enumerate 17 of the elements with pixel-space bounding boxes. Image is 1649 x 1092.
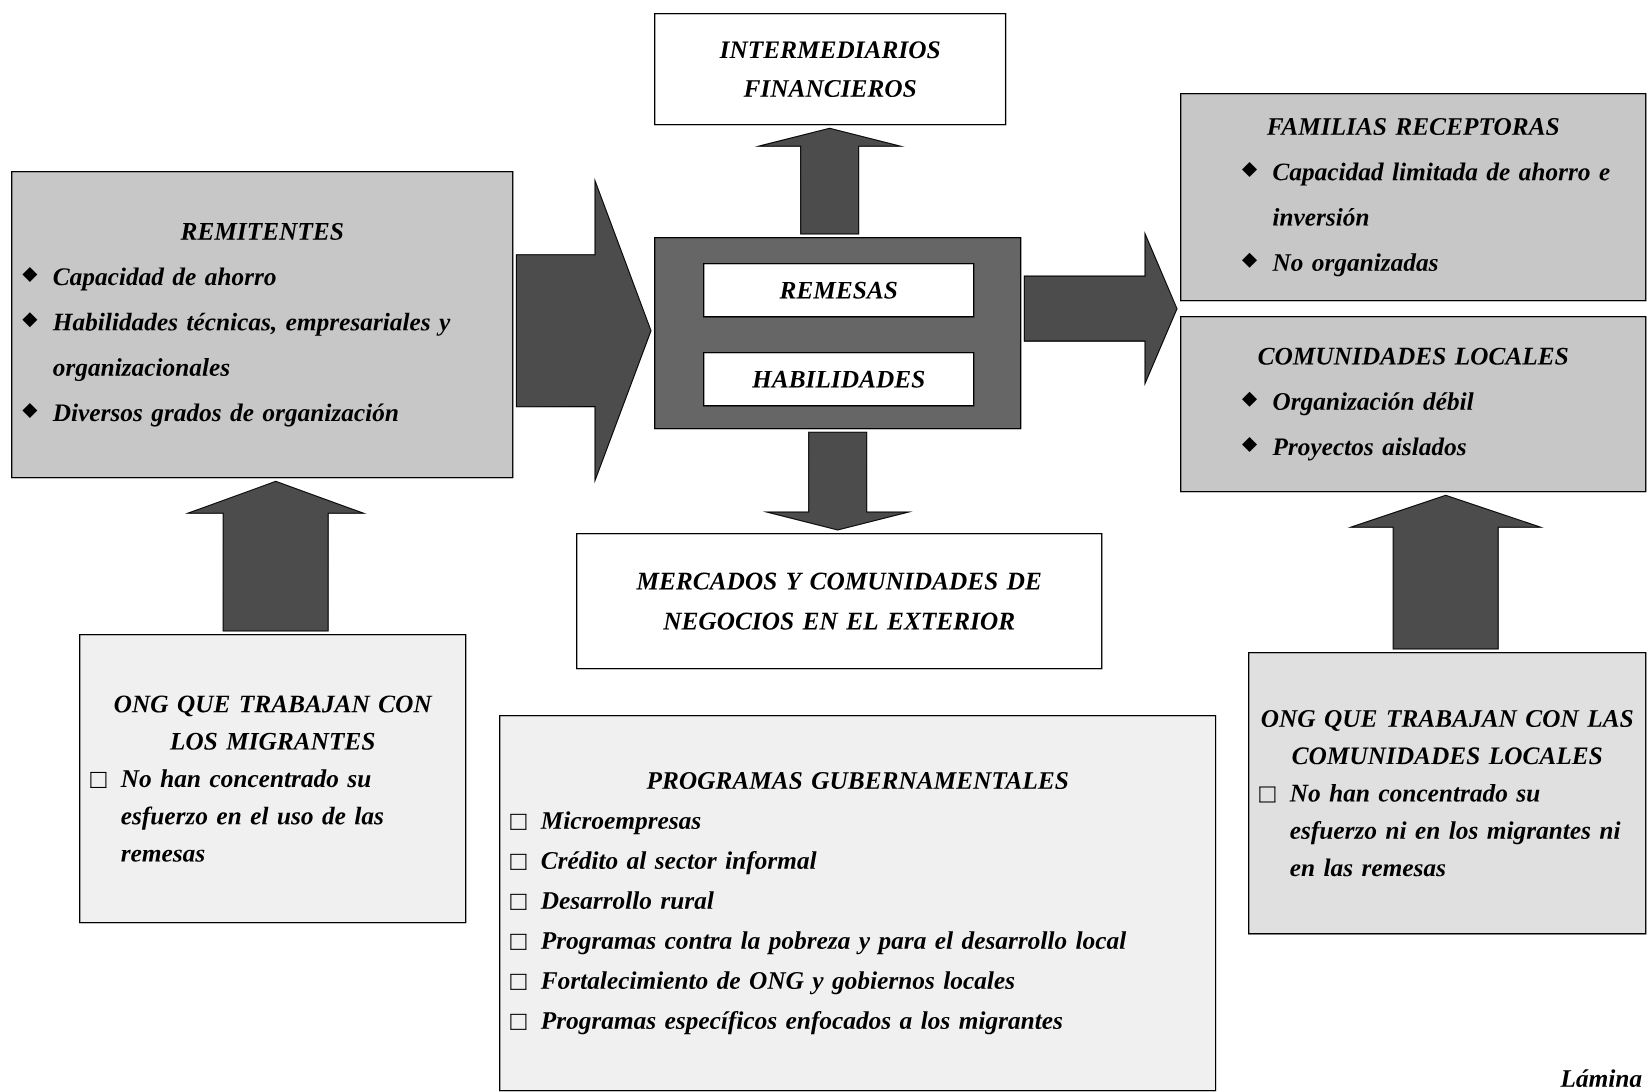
block-arrow	[1023, 231, 1178, 387]
actor-box: ONG QUE TRABAJAN CON LOS MIGRANTES No han concentrado su esfuerzo en el uso de las remesas	[79, 634, 467, 924]
content-box: HABILIDADES	[703, 352, 975, 407]
block-arrow	[754, 127, 905, 235]
program-box: PROGRAMAS GUBERNAMENTALES Microempresas Crédito al sector informal Desarrollo rural Programas contra la pobreza y para el desarrollo local Fortalecimiento de ONG y gobiernos locales Programas específicos enfocados a los migrantes	[499, 715, 1217, 1092]
target-box: INTERMEDIARIOS FINANCIEROS	[654, 13, 1007, 126]
block-arrow	[184, 480, 367, 632]
block-arrow	[762, 431, 913, 531]
block-arrow	[1347, 494, 1544, 650]
target-box: MERCADOS Y COMUNIDADES DE NEGOCIOS EN EL EXTERIOR	[576, 533, 1103, 670]
receiver-box: FAMILIAS RECEPTORAS Capacidad limitada de ahorro e inversión No organizadas	[1180, 93, 1647, 302]
plate-label: Lámina	[1560, 1069, 1642, 1088]
block-arrow	[515, 177, 652, 484]
sender-box: REMITENTES Capacidad de ahorro Habilidades técnicas, empresariales y organizacionales Diversos grados de organización	[11, 171, 514, 479]
content-box: REMESAS	[703, 263, 975, 318]
actor-box: ONG QUE TRABAJAN CON LAS COMUNIDADES LOCALES No han concentrado su esfuerzo ni en los migrantes ni en las remesas	[1248, 652, 1647, 935]
receiver-box: COMUNIDADES LOCALES Organización débil Proyectos aislados	[1180, 316, 1647, 493]
